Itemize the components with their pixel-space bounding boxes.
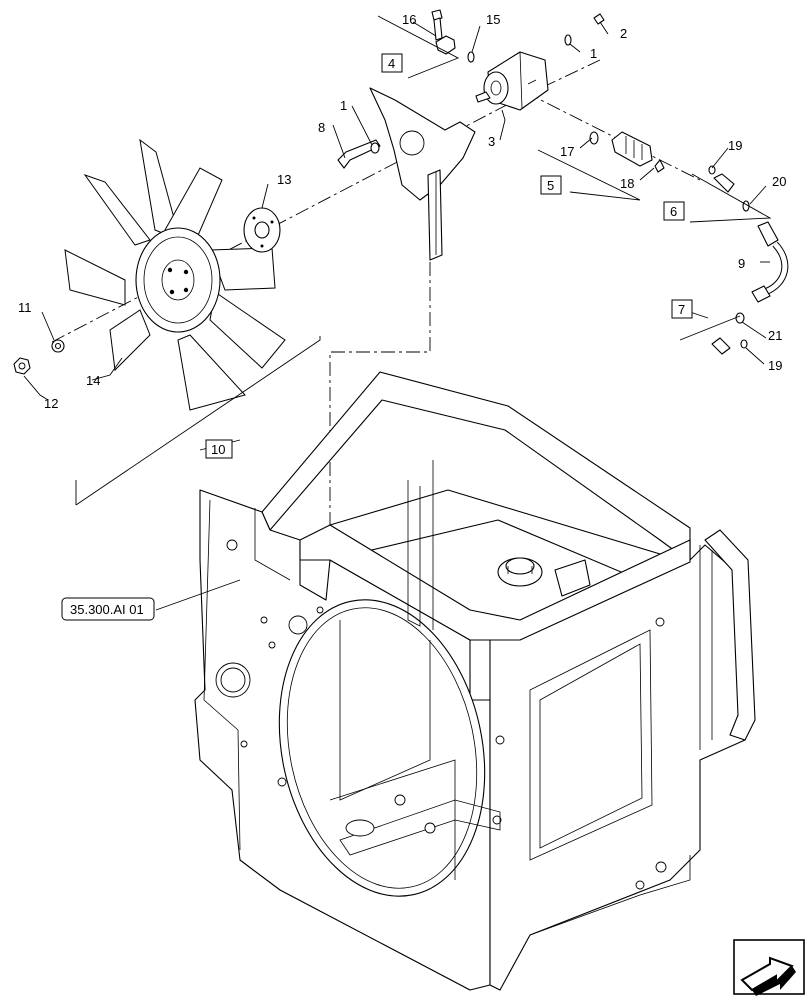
callout-9: 9: [738, 256, 745, 271]
callout-11: 11: [18, 300, 32, 315]
callout-13: 13: [277, 172, 291, 187]
fitting-19-upper: [708, 165, 750, 212]
boxed-callout-5-label: 5: [547, 178, 554, 193]
fan-assembly: [64, 138, 286, 411]
adapter-fitting-17: [589, 131, 665, 173]
boxed-callouts: 4 5 6 7 10: [205, 53, 693, 459]
callout-1b: 1: [340, 98, 347, 113]
boxed-callout-10-label: 10: [211, 442, 225, 457]
arrow-next-icon[interactable]: [733, 939, 805, 996]
boxed-callout-6-label: 6: [670, 204, 677, 219]
boxed-callout-7-label: 7: [678, 302, 685, 317]
boxed-callout-7: 7: [671, 299, 693, 319]
reference-link[interactable]: 35.300.AI 01: [61, 597, 155, 621]
elbow-fitting: [431, 9, 475, 63]
callout-14: 14: [86, 373, 100, 388]
callout-3: 3: [488, 134, 495, 149]
bolt-2: [564, 13, 605, 46]
motor-bracket: [369, 87, 476, 261]
callout-16: 16: [402, 12, 416, 27]
hydraulic-motor: [475, 51, 549, 111]
callout-8: 8: [318, 120, 325, 135]
callout-labels: 16 15 2 1 3 8 1 13 11 12 14 17 18 19 20 …: [18, 12, 786, 411]
callout-15: 15: [486, 12, 500, 27]
callout-19a: 19: [728, 138, 742, 153]
callout-18: 18: [620, 176, 634, 191]
reference-label: 35.300.AI 01: [70, 602, 144, 617]
frame-chassis: [194, 371, 756, 991]
washer-1: [370, 142, 380, 154]
boxed-callout-10: 10: [205, 439, 233, 459]
boxed-callout-5: 5: [540, 175, 562, 195]
callout-1a: 1: [590, 46, 597, 61]
callout-21: 21: [768, 328, 782, 343]
callout-19b: 19: [768, 358, 782, 373]
callout-2: 2: [620, 26, 627, 41]
boxed-callout-6: 6: [663, 201, 685, 221]
washer-and-nut: [13, 339, 65, 375]
fitting-19-lower: [711, 312, 748, 355]
hose-9: [751, 221, 789, 303]
bolt-8: [337, 139, 381, 169]
boxed-callout-4-label: 4: [388, 56, 395, 71]
callout-20: 20: [772, 174, 786, 189]
fan-spacer: [243, 207, 281, 253]
boxed-callout-4: 4: [381, 53, 403, 73]
callout-12: 12: [44, 396, 58, 411]
callout-17: 17: [560, 144, 574, 159]
